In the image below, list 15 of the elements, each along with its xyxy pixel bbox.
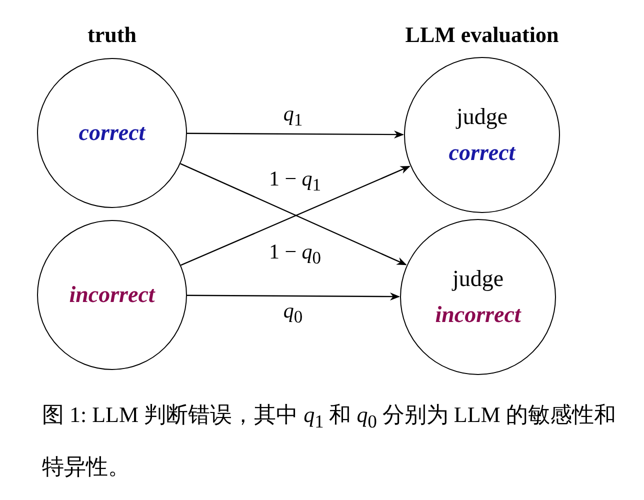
node-heading: judge: [452, 265, 504, 294]
figure-caption: 图 1: LLM 判断错误，其中 q$_{1}$ 和 q$_{0}$ 分别为 LLM 的敏感性和特异性。: [42, 401, 617, 482]
node-heading: judge: [456, 103, 508, 132]
column-heading: LLM evaluation: [405, 22, 559, 48]
outcome-label: incorrect: [435, 301, 521, 329]
column-heading: truth: [88, 22, 136, 48]
outcome-label: correct: [448, 139, 516, 167]
outcome-label: correct: [78, 119, 146, 148]
arrow: [187, 292, 400, 301]
outcome-label: incorrect: [69, 281, 155, 310]
circle-node: [404, 57, 560, 213]
circle-node: [37, 220, 187, 370]
circle-node: [400, 219, 556, 375]
arrow: [187, 130, 404, 139]
circle-node: [37, 58, 187, 208]
